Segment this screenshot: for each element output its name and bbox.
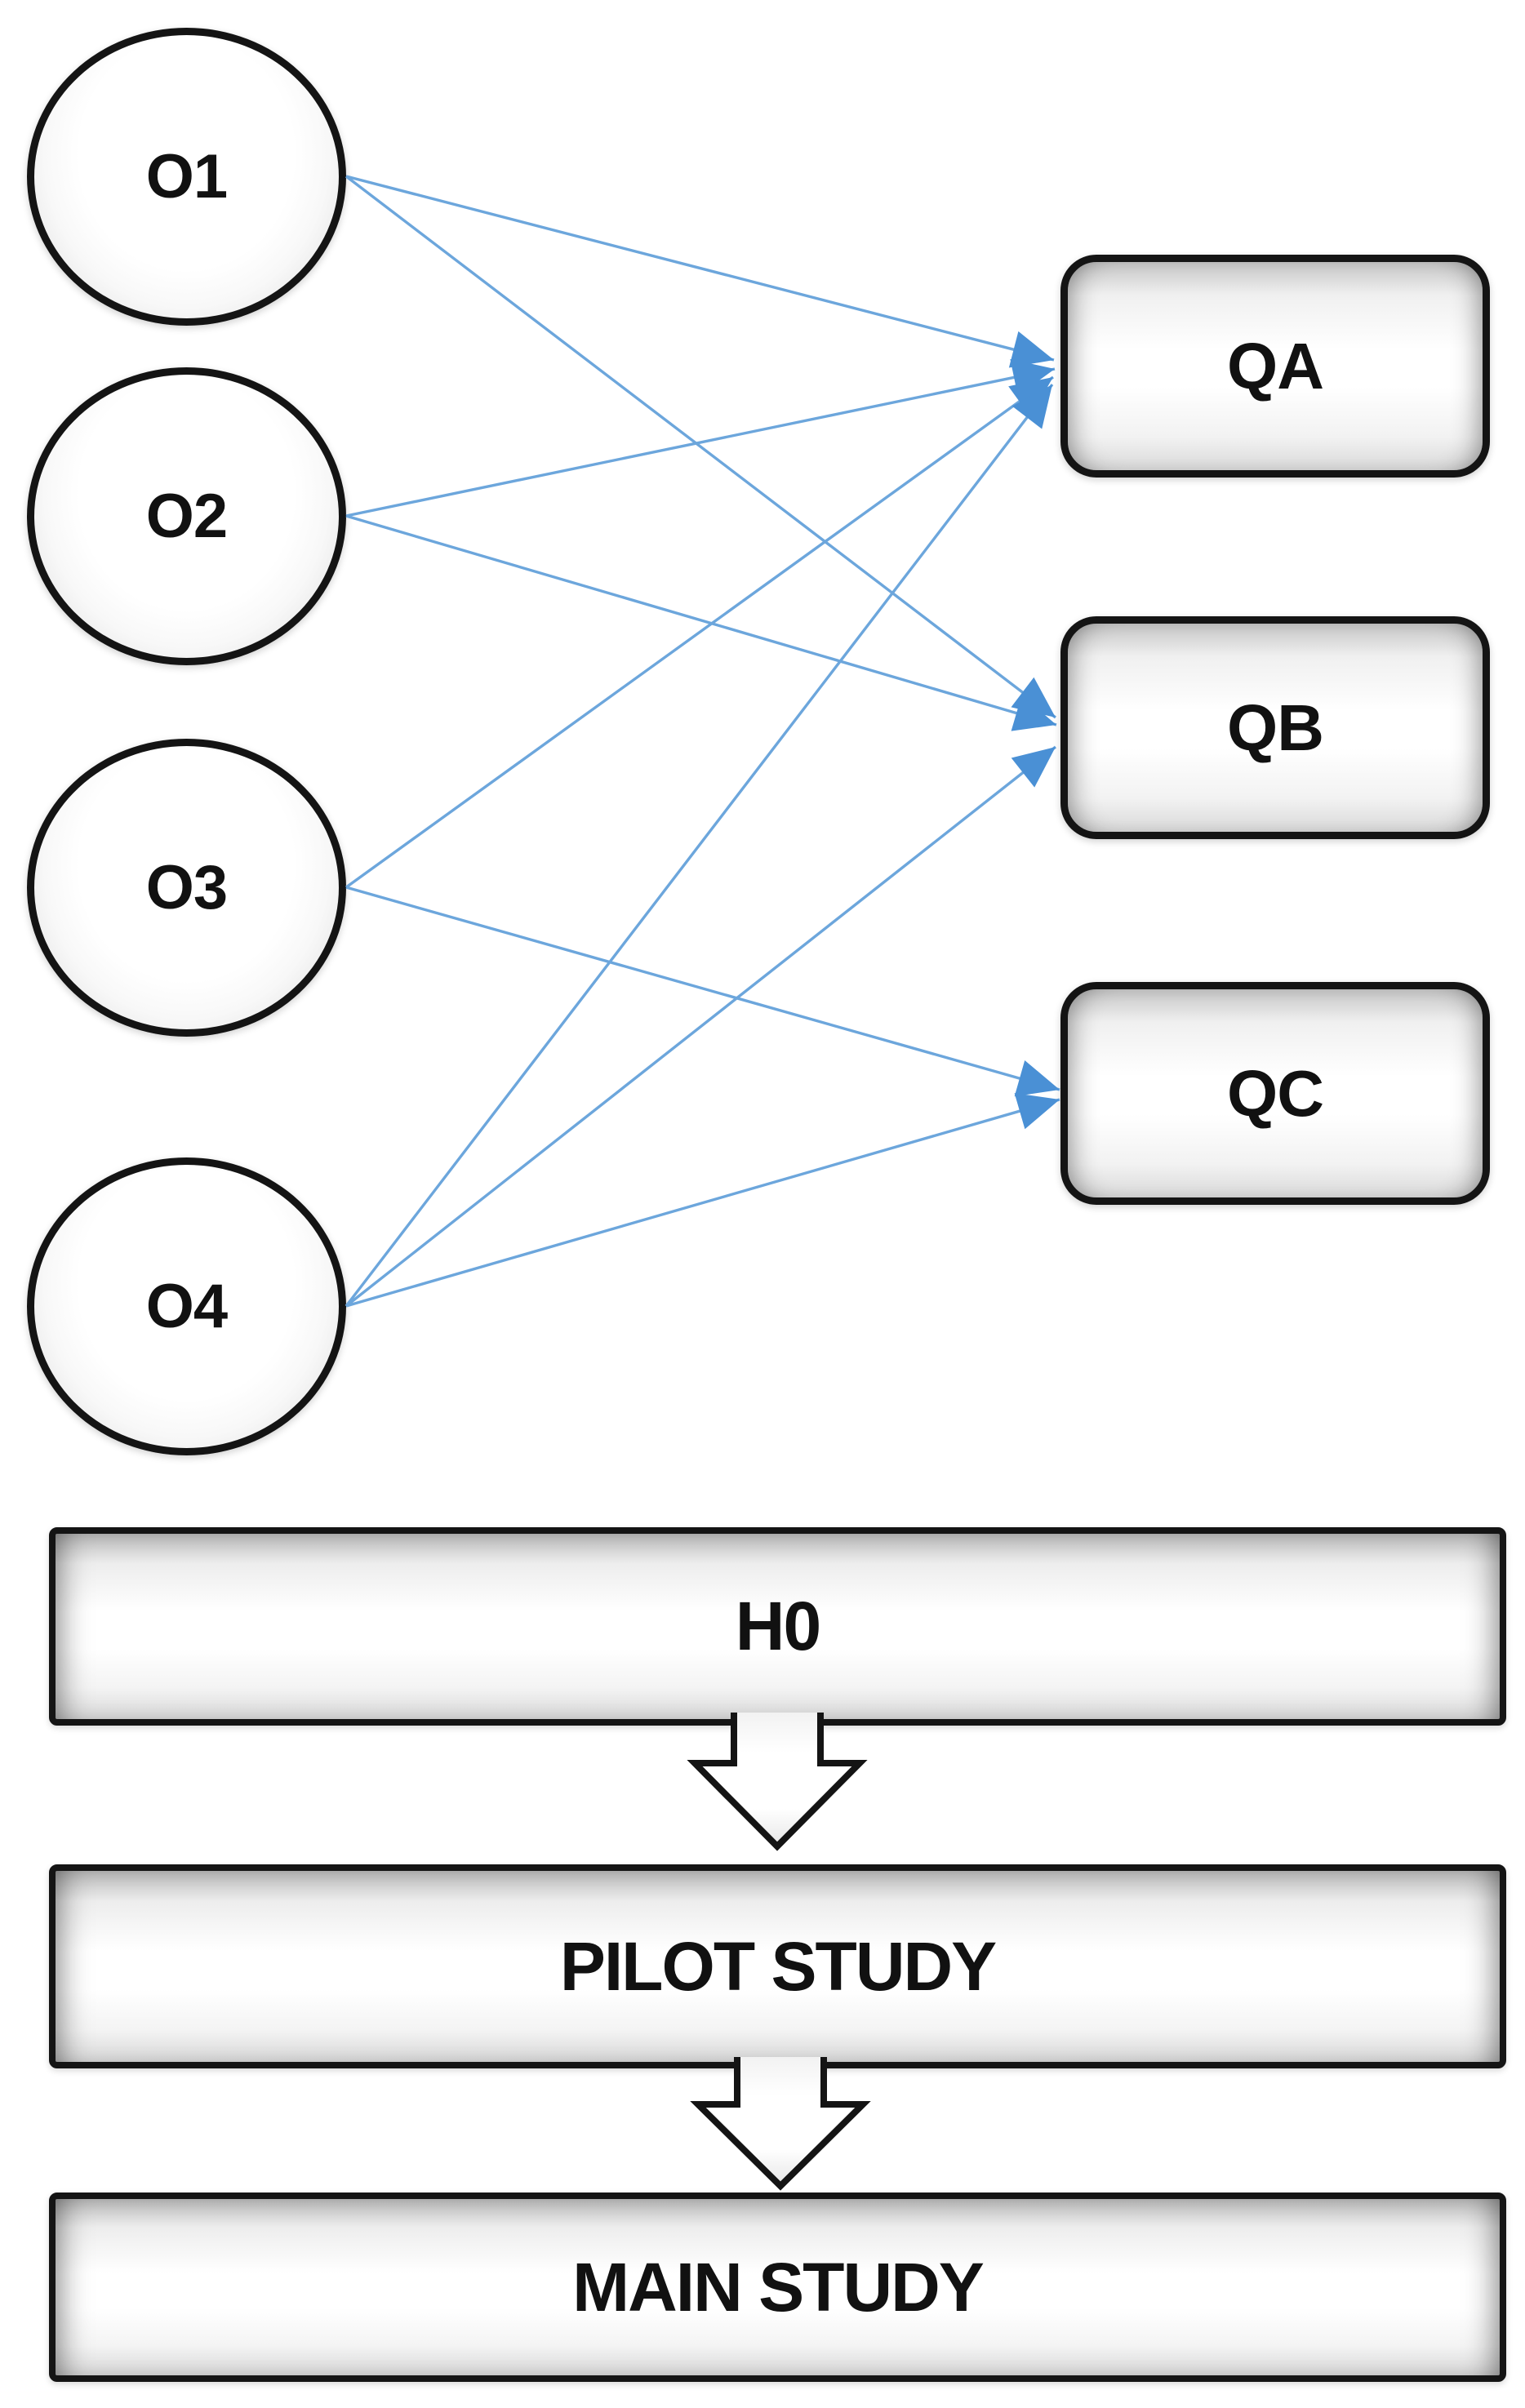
circle-node-o3: O3 [27,739,346,1037]
flow-bar-main-study: MAIN STUDY [49,2193,1506,2382]
connector-o2-qb [345,514,1057,731]
connector-o3-qa [345,375,1054,889]
circle-node-o2: O2 [27,367,346,665]
connector-lines [345,175,1060,1308]
connector-o1-qa [345,175,1055,368]
box-node-qc-label: QC [1227,1056,1324,1130]
connector-o4-qc [345,1093,1060,1308]
connector-o4-qb [345,745,1057,1308]
circle-node-o1-label: O1 [145,142,228,211]
connector-o4-qa [345,383,1054,1308]
flow-bar-h0: H0 [49,1527,1506,1726]
connector-o2-qa [345,358,1056,518]
box-node-qb-label: QB [1227,691,1324,764]
flow-bar-main-study-label: MAIN STUDY [572,2248,985,2326]
circle-node-o1: O1 [27,28,346,326]
box-node-qa-label: QA [1227,329,1324,402]
circle-node-o3-label: O3 [145,853,228,922]
block-arrow-down-h0-to-pilot [687,1713,868,1851]
circle-node-o4: O4 [27,1157,346,1455]
circle-node-o2-label: O2 [145,482,228,551]
connector-o3-qc [345,886,1060,1097]
flow-bar-h0-label: H0 [735,1588,821,1664]
box-node-qb: QB [1060,616,1490,839]
box-node-qa: QA [1060,255,1490,478]
circle-node-o4-label: O4 [145,1272,228,1341]
flow-bar-pilot-study-label: PILOT STUDY [559,1927,997,2005]
flow-bar-pilot-study: PILOT STUDY [49,1864,1506,2068]
connector-o1-qb [345,175,1057,719]
box-node-qc: QC [1060,982,1490,1205]
block-arrow-down-pilot-to-main [690,2057,871,2191]
